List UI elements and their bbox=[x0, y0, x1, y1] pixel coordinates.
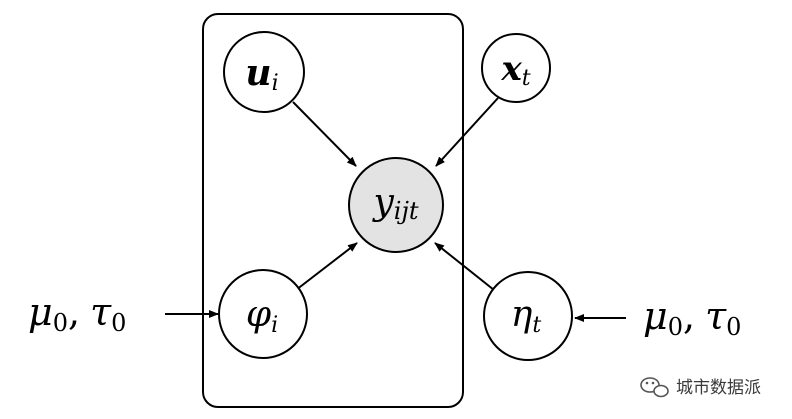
node-u-sub: i bbox=[272, 71, 279, 96]
node-phi-sub: i bbox=[271, 313, 278, 338]
node-u-base: u bbox=[245, 52, 271, 94]
node-x-base: x bbox=[500, 49, 522, 89]
node-eta-sub: t bbox=[532, 313, 541, 338]
right-input-label: μ0,τ0 bbox=[643, 294, 741, 341]
node-x-sub: t bbox=[522, 66, 531, 91]
edge-x-to-y bbox=[435, 97, 499, 167]
edge-u-to-y bbox=[292, 101, 357, 167]
node-phi-base: φ bbox=[246, 294, 272, 335]
left-input-label: μ0,τ0 bbox=[28, 290, 126, 337]
edge-eta-to-y bbox=[434, 242, 495, 291]
node-eta-base: η bbox=[511, 294, 533, 335]
watermark: 城市数据派 bbox=[640, 377, 761, 398]
svg-text:φi: φi bbox=[246, 294, 278, 338]
node-y-sub: ijt bbox=[394, 197, 419, 225]
edge-phi-to-y bbox=[295, 242, 358, 291]
plate bbox=[202, 13, 464, 408]
wechat-logo-icon bbox=[640, 377, 669, 398]
node-x: xt bbox=[481, 33, 551, 103]
svg-text:yijt: yijt bbox=[371, 182, 418, 225]
svg-text:ui: ui bbox=[245, 52, 278, 96]
svg-text:ηt: ηt bbox=[511, 294, 542, 338]
node-y: yijt bbox=[348, 157, 444, 253]
node-y-base: y bbox=[371, 182, 394, 223]
watermark-text: 城市数据派 bbox=[676, 378, 761, 398]
node-eta: ηt bbox=[483, 271, 573, 361]
svg-text:xt: xt bbox=[500, 49, 530, 91]
node-u: ui bbox=[223, 31, 305, 113]
node-phi: φi bbox=[218, 269, 308, 359]
